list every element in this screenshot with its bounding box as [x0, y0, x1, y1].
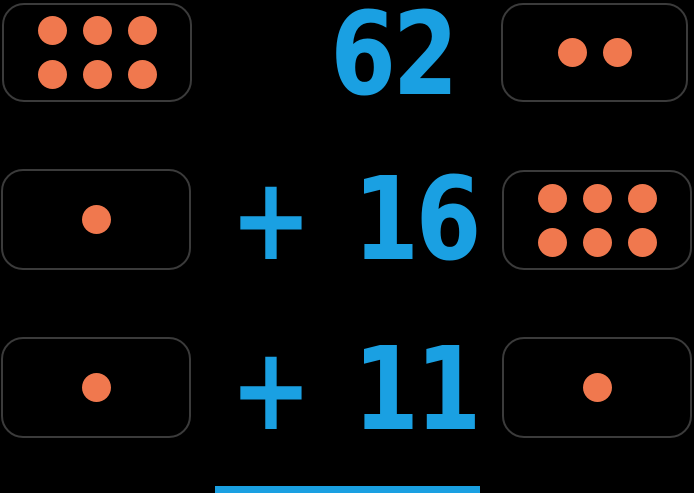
dot	[537, 227, 567, 257]
dot-group	[557, 38, 632, 67]
sum-line	[215, 486, 480, 493]
dot-group	[37, 16, 157, 89]
addend-number: 62	[330, 0, 458, 122]
dot	[127, 60, 157, 89]
dot	[602, 38, 632, 67]
dot	[127, 16, 157, 45]
addend-number: 11	[353, 322, 482, 457]
dot-tile	[501, 3, 688, 102]
expression-row: 62	[215, 0, 480, 122]
dot-tile	[2, 3, 192, 102]
dot	[582, 373, 612, 402]
dot-group	[81, 205, 111, 234]
expression-row: + 11	[215, 322, 482, 457]
operator: +	[230, 322, 312, 457]
dot-tile	[502, 170, 692, 270]
dot-group	[582, 373, 612, 402]
dot-group	[81, 373, 111, 402]
dot	[81, 205, 111, 234]
dot-tile	[1, 337, 191, 438]
dot	[582, 183, 612, 213]
dot	[81, 373, 111, 402]
operator: +	[230, 152, 312, 287]
dot	[82, 16, 112, 45]
addend-number: 16	[353, 152, 482, 287]
dot-group	[537, 183, 657, 257]
dot	[37, 60, 67, 89]
expression-row: + 16	[215, 152, 482, 287]
dot	[37, 16, 67, 45]
dot	[627, 227, 657, 257]
dot-tile	[502, 337, 692, 438]
dot	[537, 183, 567, 213]
dot-tile	[1, 169, 191, 270]
dot	[582, 227, 612, 257]
dot	[557, 38, 587, 67]
dot	[82, 60, 112, 89]
dot	[627, 183, 657, 213]
